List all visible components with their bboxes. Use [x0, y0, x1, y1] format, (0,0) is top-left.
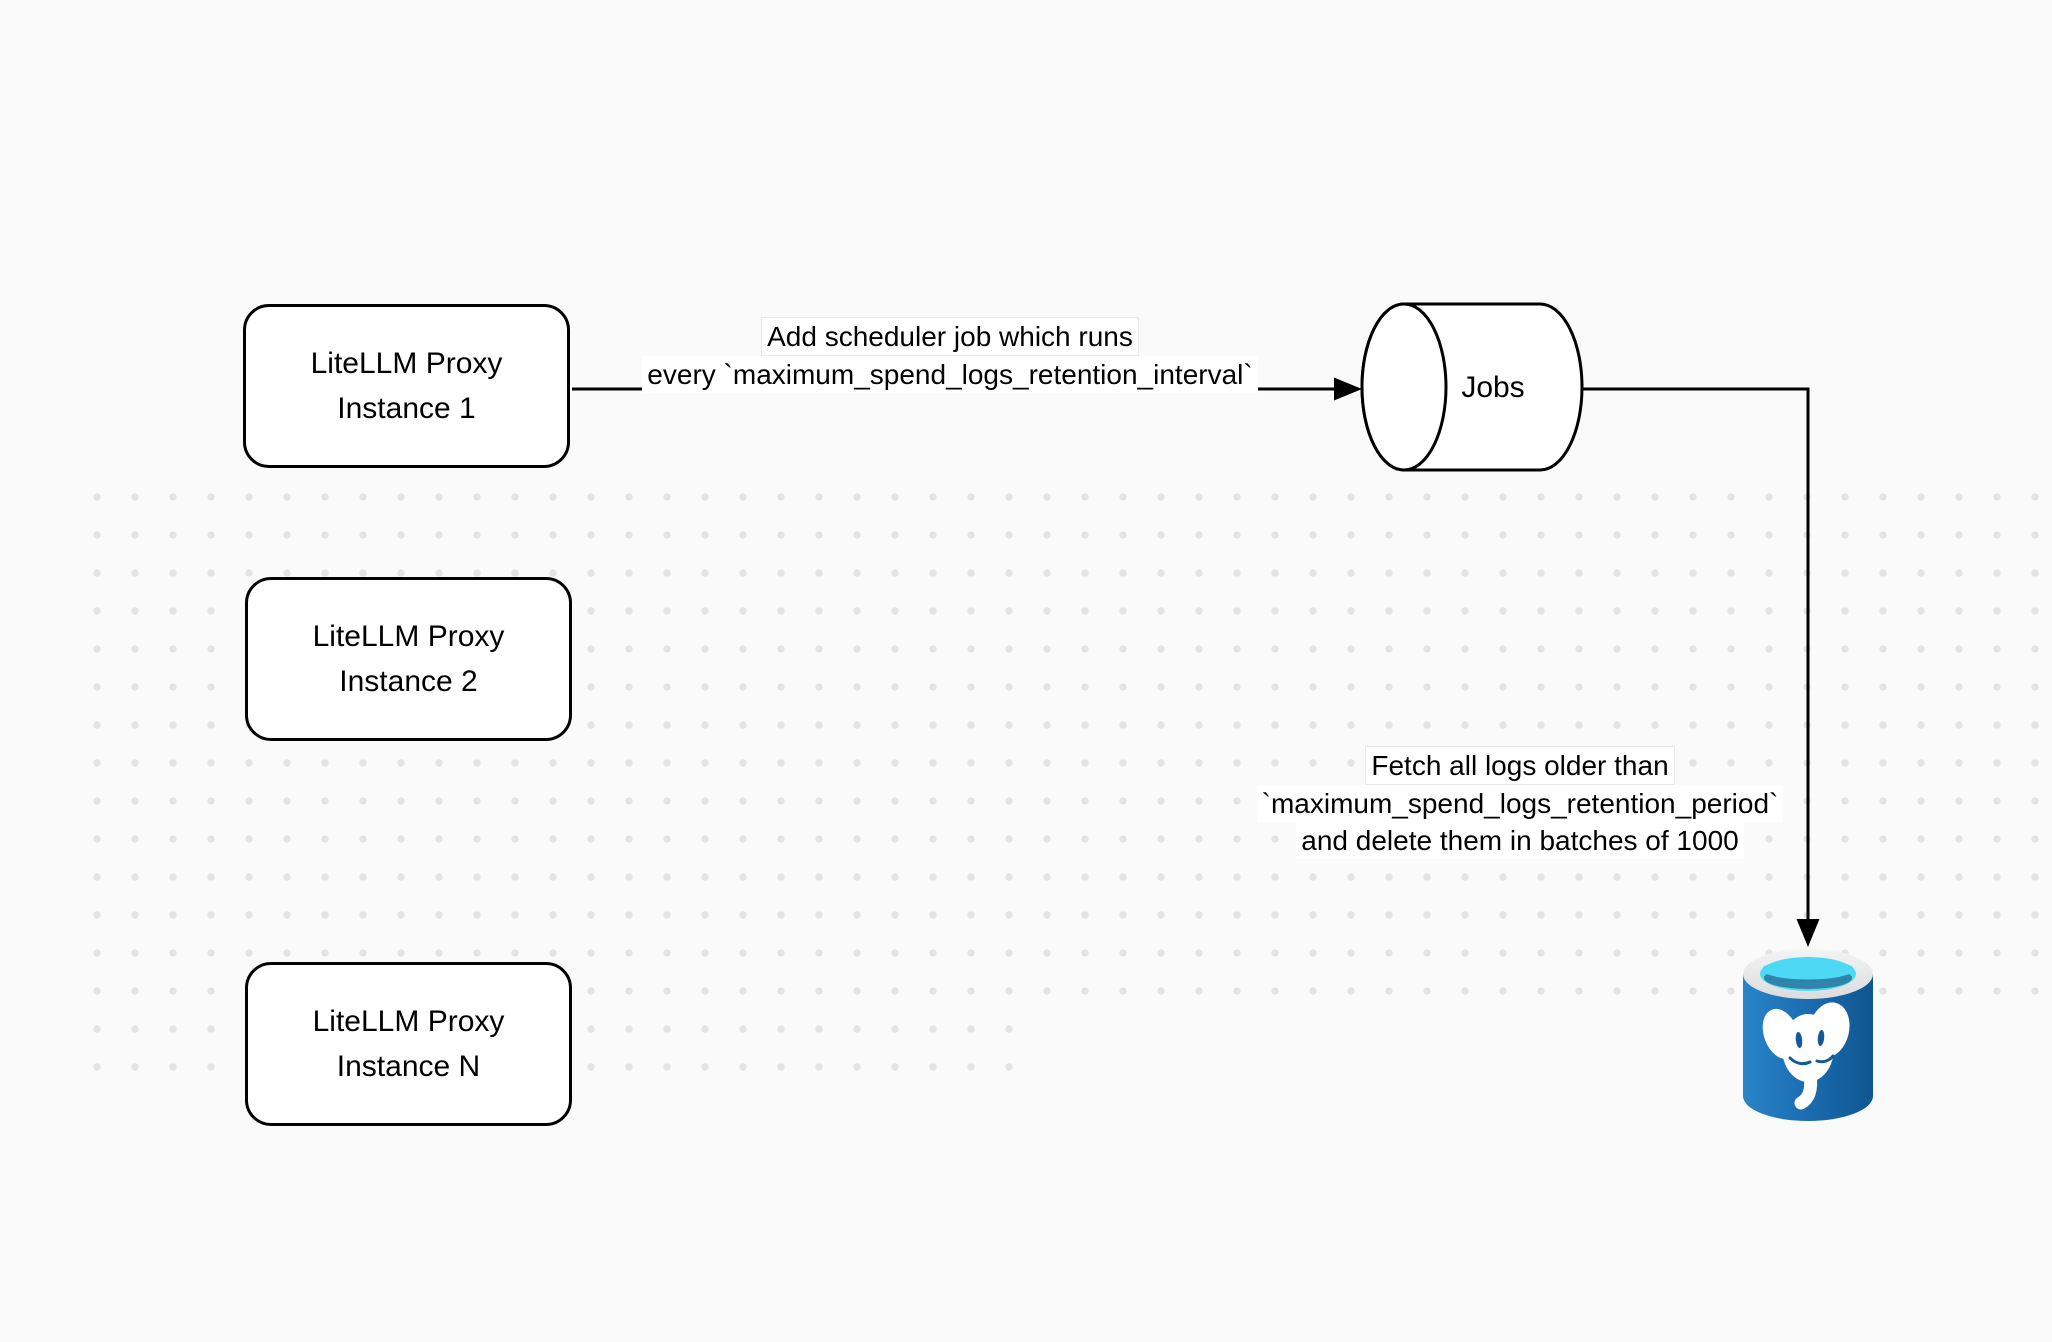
edge-fetch-arrow	[1582, 387, 1820, 947]
node-litellm-proxy-instance-n: LiteLLM Proxy Instance N	[245, 962, 572, 1126]
node-label-line: Instance N	[336, 1050, 481, 1083]
edge-label-line: every `maximum_spend_logs_retention_inte…	[642, 356, 1258, 393]
node-label-line: Instance 2	[339, 665, 478, 698]
dot-grid	[78, 478, 2052, 1010]
postgresql-database-icon	[1743, 949, 1873, 1121]
node-label-line: LiteLLM Proxy	[312, 620, 505, 653]
edge-label-line: Fetch all logs older than	[1365, 746, 1675, 785]
jobs-text: Jobs	[1461, 371, 1525, 404]
node-jobs-label: Jobs	[1404, 367, 1582, 409]
node-litellm-proxy-instance-2: LiteLLM Proxy Instance 2	[245, 577, 572, 741]
arrowhead-down	[1796, 919, 1820, 947]
node-label-line: LiteLLM Proxy	[310, 347, 503, 380]
arrowhead-right	[1334, 377, 1362, 401]
node-label-line: Instance 1	[337, 392, 476, 425]
edge-label-line: Add scheduler job which runs	[761, 317, 1139, 356]
edge-label-fetch: Fetch all logs older than `maximum_spend…	[1190, 746, 1850, 859]
node-label-line: LiteLLM Proxy	[312, 1005, 505, 1038]
node-litellm-proxy-instance-1: LiteLLM Proxy Instance 1	[243, 304, 570, 468]
jobs-cylinder-shape	[1360, 302, 1584, 472]
edge-label-scheduler: Add scheduler job which runs every `maxi…	[550, 317, 1350, 393]
edge-label-line: and delete them in batches of 1000	[1296, 822, 1744, 859]
postgres-elephant-icon	[1762, 1002, 1850, 1110]
edge-label-line: `maximum_spend_logs_retention_period`	[1256, 785, 1784, 822]
